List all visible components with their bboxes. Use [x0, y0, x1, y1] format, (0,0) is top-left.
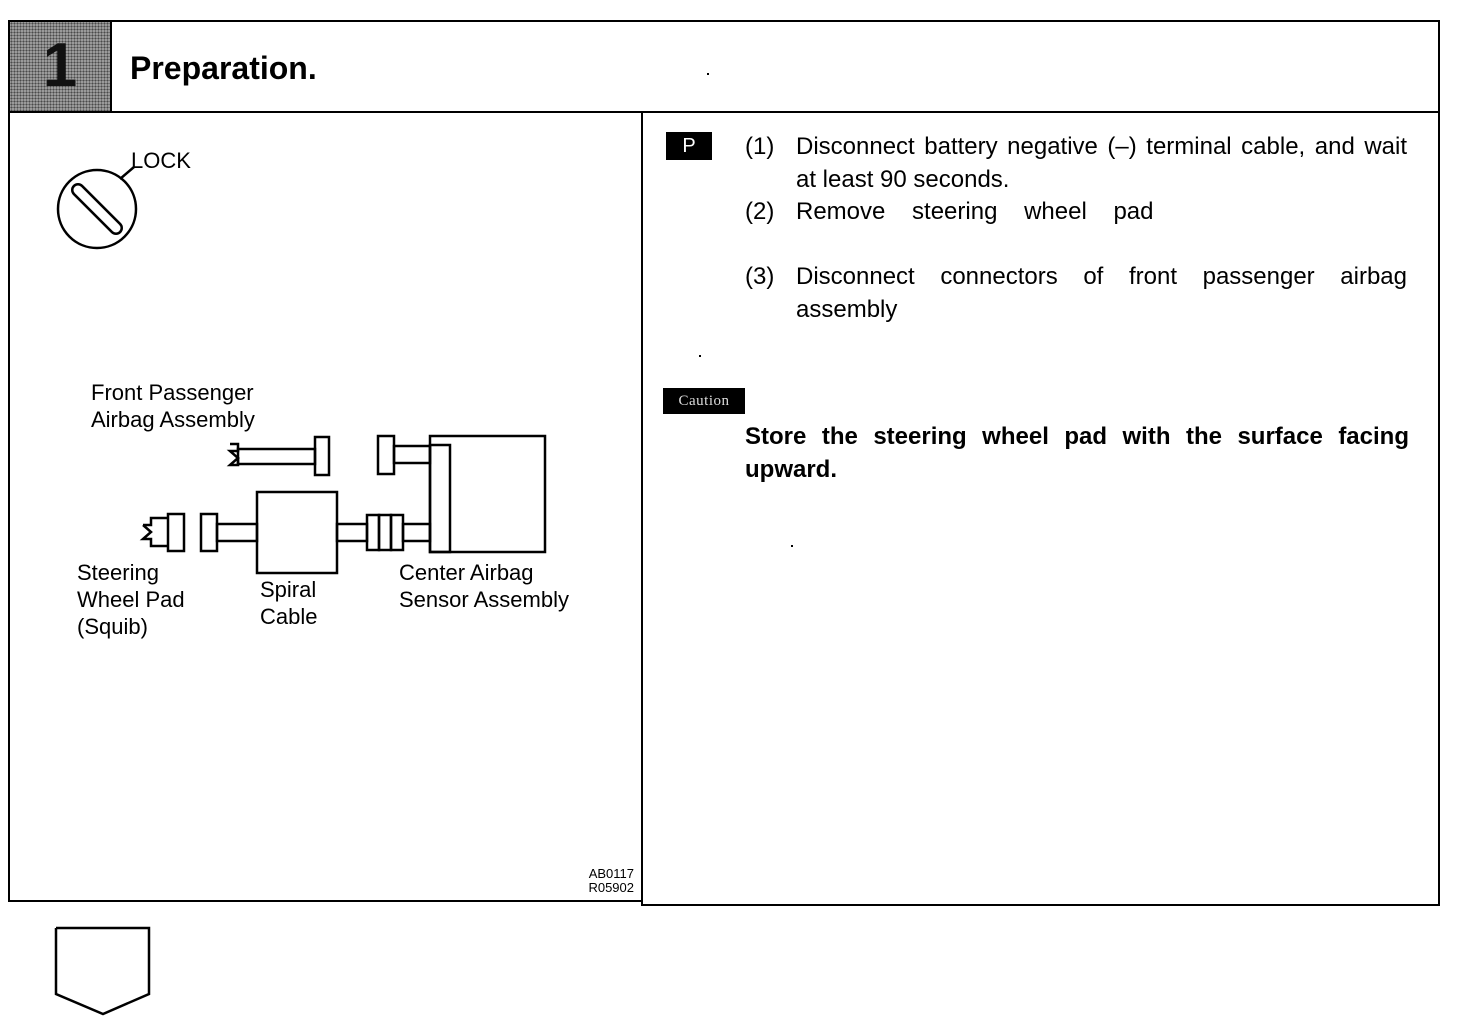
spiral-cable-box [255, 490, 339, 575]
steering-label-line1: Steering [77, 560, 159, 585]
center-sensor-label-line2: Sensor Assembly [399, 587, 569, 612]
next-page-tab-icon [54, 926, 151, 1016]
lock-label: LOCK [131, 148, 191, 173]
step-text: Remove steering wheel pad [796, 198, 1154, 225]
instructions-panel: P (1) Disconnect battery negative (–) te… [641, 111, 1440, 906]
step-text: Disconnect battery negative (–) terminal… [796, 133, 1407, 193]
step-header: 1 Preparation. [8, 20, 1440, 113]
scan-speck [707, 73, 709, 75]
ignition-lock-icon [56, 166, 138, 250]
step-index: (2) [745, 198, 775, 225]
airbag-connector-diagram [56, 166, 547, 575]
caution-text: Store the steering wheel pad with the su… [745, 423, 1409, 483]
front-passenger-label-line2: Airbag Assembly [91, 407, 255, 432]
step-index: (3) [745, 263, 775, 290]
procedure-badge: P [666, 132, 712, 160]
ref-code: R05902 [588, 880, 634, 895]
step-number: 1 [42, 31, 78, 100]
spiral-label-line1: Spiral [260, 577, 317, 602]
center-airbag-sensor-assembly [376, 434, 547, 554]
caution-badge: Caution [663, 388, 745, 414]
step-index: (1) [745, 133, 775, 160]
step-number-box: 1 [10, 22, 112, 111]
scan-speck [699, 355, 701, 357]
page-title: Preparation. [130, 50, 317, 86]
front-passenger-airbag-connector [226, 435, 331, 477]
spiral-label-line2: Cable [260, 604, 318, 629]
ref-code: AB0117 [588, 866, 634, 881]
front-passenger-label-line1: Front Passenger [91, 380, 254, 405]
center-sensor-label-line1: Center Airbag [399, 560, 534, 585]
scan-speck [791, 545, 793, 547]
figure-reference-codes: AB0117 R05902 [570, 867, 634, 895]
steering-wheel-pad-connector [139, 512, 259, 553]
steering-label-line2: Wheel Pad [77, 587, 185, 612]
step-text: Disconnect connectors of front passenger… [796, 263, 1407, 323]
diagram-panel: LOCK Front Passenger Airbag Assembly Ste… [8, 111, 643, 902]
steering-label-line3: (Squib) [77, 614, 148, 639]
